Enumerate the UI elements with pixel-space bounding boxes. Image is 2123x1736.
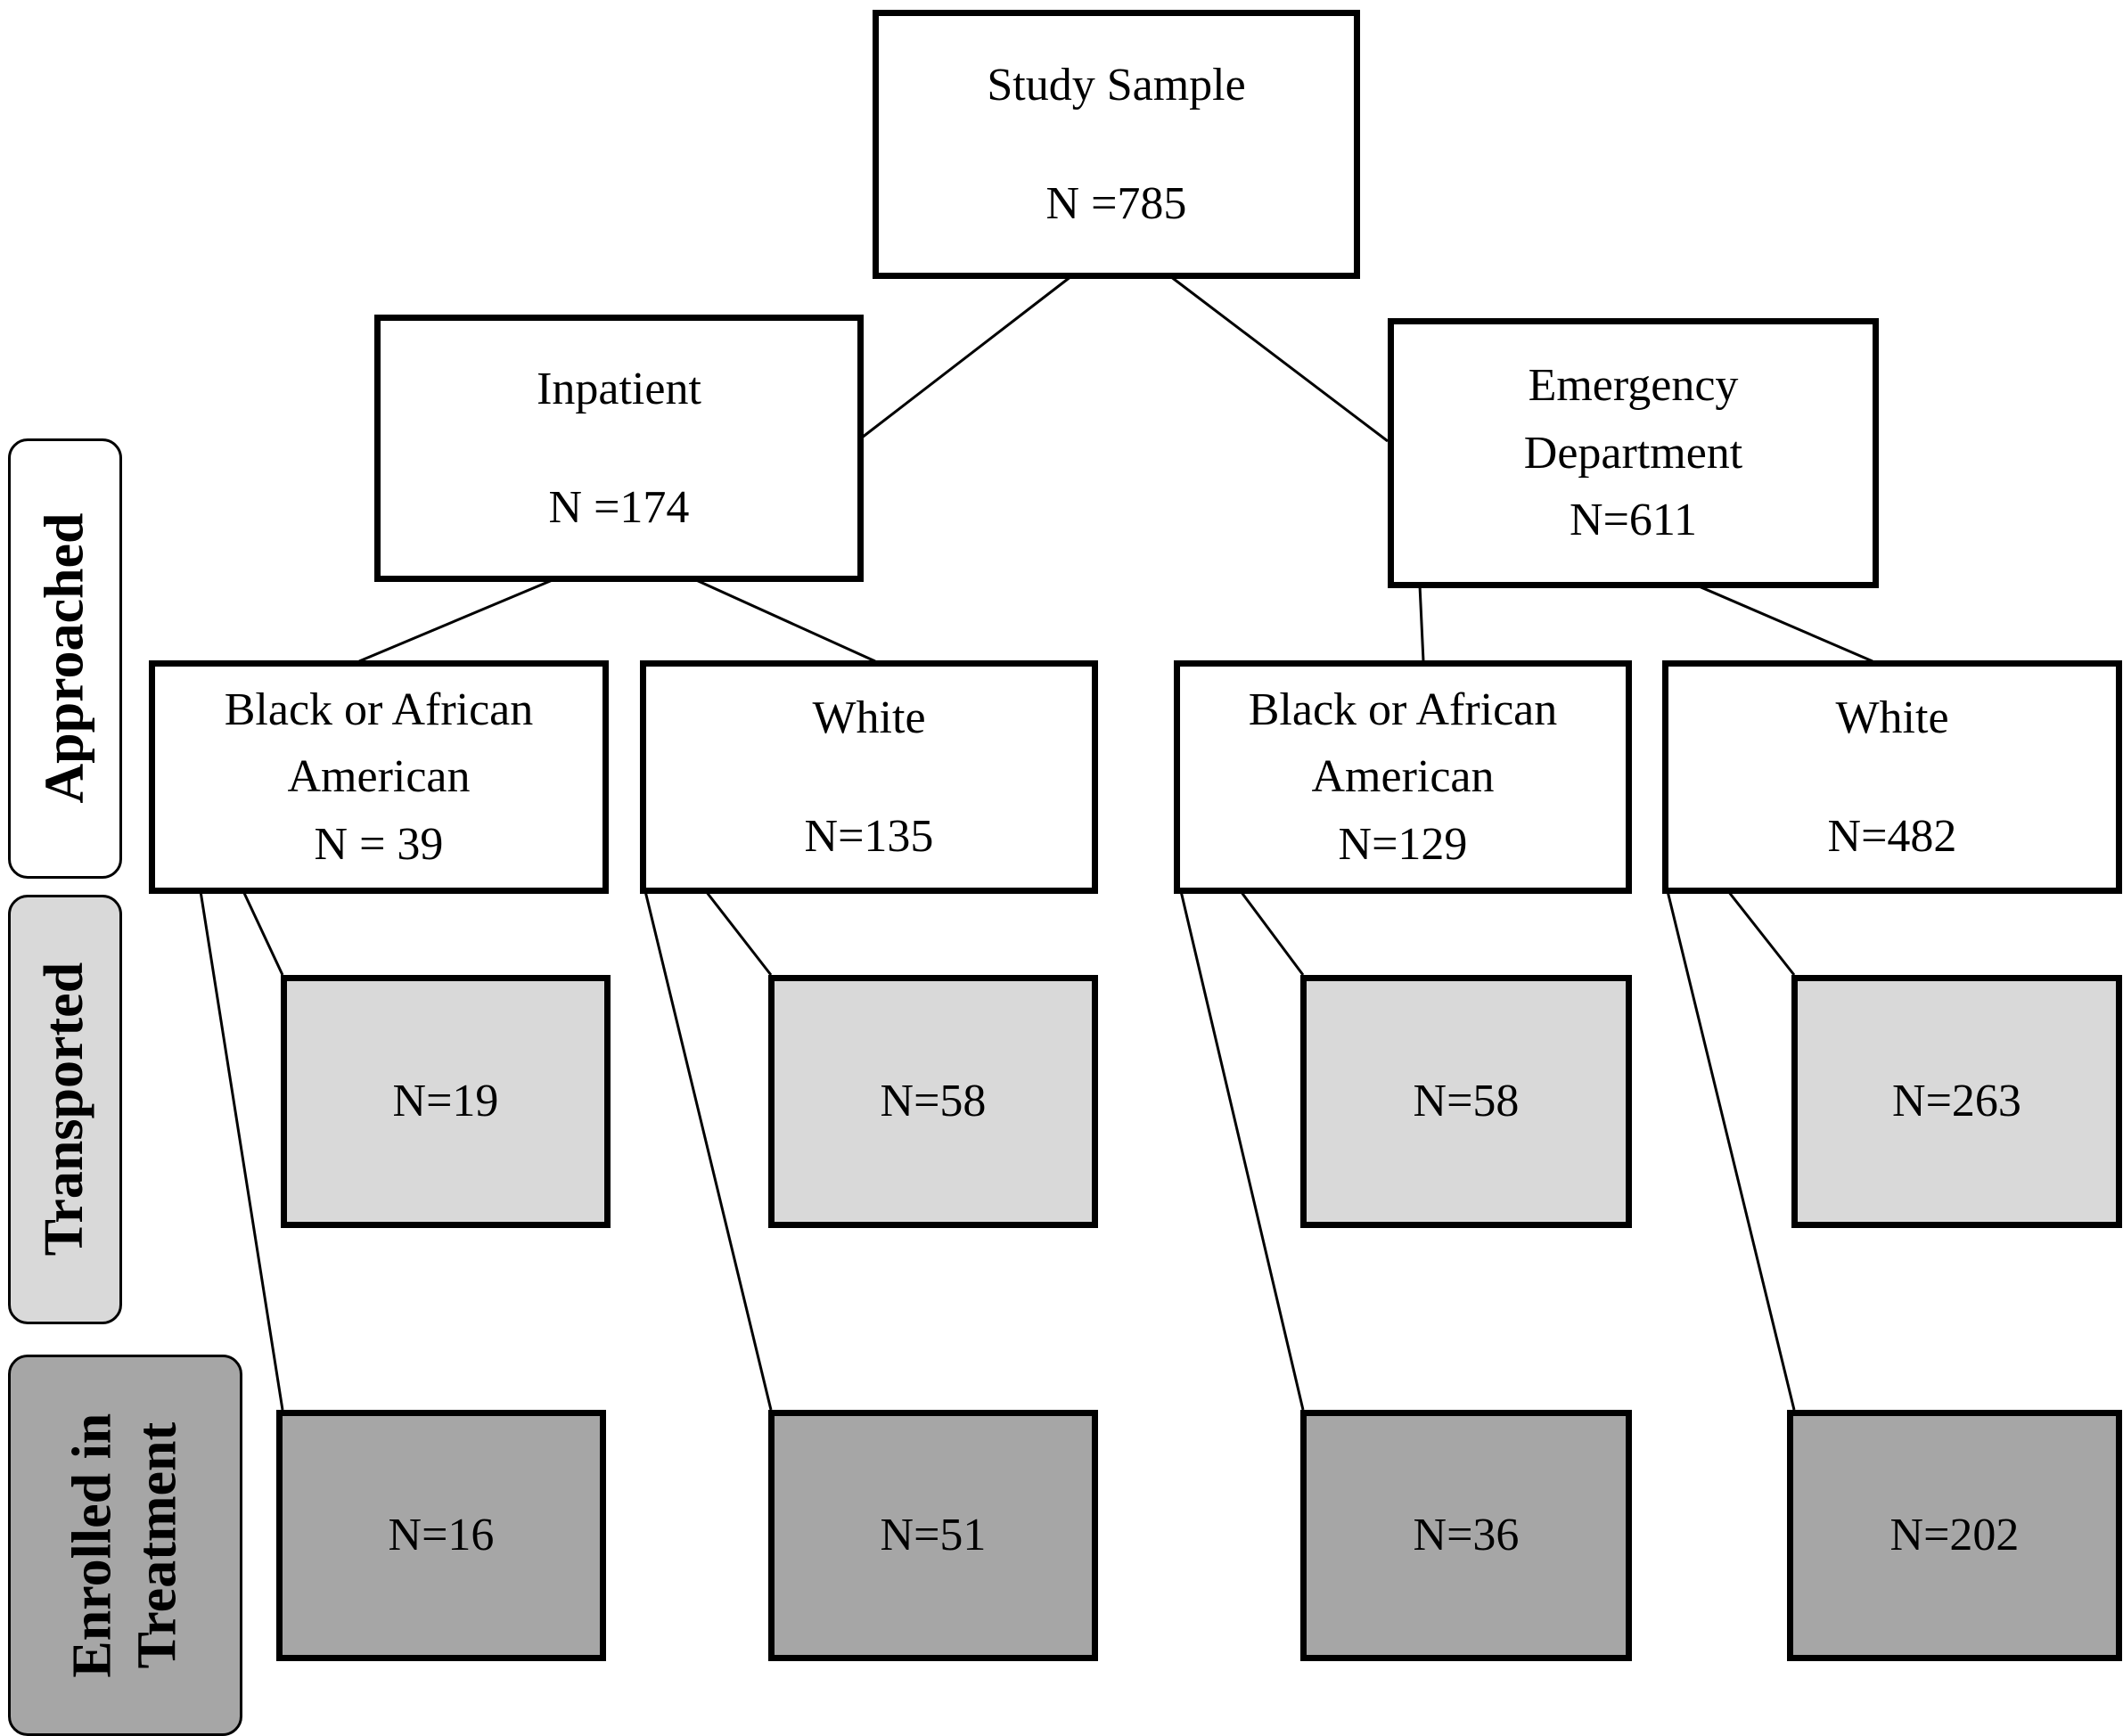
emergency-count: N=611 [1570, 495, 1697, 546]
inpatient-white-enrolled-count: N=51 [880, 1510, 987, 1561]
connector-inp-black-enrolled [199, 890, 284, 1411]
emergency-white-box: White N=482 [1662, 660, 2122, 894]
inpatient-box: Inpatient N =174 [374, 315, 864, 582]
connector-ed-white-transported [1726, 890, 1796, 976]
inpatient-black-count: N = 39 [314, 818, 444, 870]
inpatient-black-enrolled-count: N=16 [388, 1510, 495, 1561]
emergency-black-transported-box: N=58 [1300, 975, 1632, 1228]
inpatient-black-enrolled-box: N=16 [276, 1410, 606, 1661]
inpatient-white-enrolled-box: N=51 [768, 1410, 1098, 1661]
emergency-box: Emergency Department N=611 [1388, 318, 1879, 588]
inpatient-black-transported-box: N=19 [281, 975, 611, 1228]
stage-transported-text: Transported [34, 962, 95, 1257]
connector-root-emergency [1169, 274, 1389, 443]
connector-emergency-black [1418, 585, 1425, 662]
connector-ed-black-transported [1239, 890, 1305, 976]
inpatient-label: Inpatient [537, 363, 701, 414]
emergency-black-enrolled-count: N=36 [1413, 1510, 1520, 1561]
inpatient-black-label-line1: Black or African [224, 684, 534, 735]
emergency-black-box: Black or African American N=129 [1174, 660, 1632, 894]
emergency-white-label: White [1835, 692, 1949, 743]
stage-enrolled-text-line2: Treatment [127, 1421, 188, 1669]
inpatient-white-count: N=135 [804, 811, 934, 862]
connector-inpatient-white [693, 577, 876, 663]
connector-inpatient-black [358, 577, 555, 663]
emergency-black-label-line2: American [1311, 751, 1495, 803]
connector-ed-black-enrolled [1179, 890, 1305, 1411]
stage-label-approached: Approached [8, 438, 122, 879]
stage-label-enrolled: Enrolled in Treatment [8, 1355, 242, 1736]
inpatient-white-label: White [812, 692, 926, 743]
inpatient-black-label-line2: American [287, 751, 471, 803]
emergency-black-label-line1: Black or African [1248, 684, 1558, 735]
stage-enrolled-text-line1: Enrolled in [61, 1413, 123, 1678]
emergency-white-enrolled-box: N=202 [1787, 1410, 2122, 1661]
connector-ed-white-enrolled [1666, 890, 1796, 1411]
connector-emergency-white [1696, 584, 1873, 663]
root-box: Study Sample N =785 [873, 10, 1360, 279]
emergency-label-line1: Emergency [1528, 360, 1739, 412]
inpatient-black-box: Black or African American N = 39 [149, 660, 609, 894]
inpatient-white-transported-box: N=58 [768, 975, 1098, 1228]
connector-inp-white-transported [704, 890, 773, 976]
inpatient-count: N =174 [548, 482, 690, 533]
emergency-white-enrolled-count: N=202 [1889, 1510, 2020, 1561]
emergency-white-transported-count: N=263 [1892, 1076, 2021, 1127]
inpatient-white-transported-count: N=58 [880, 1076, 987, 1127]
root-count: N =785 [1045, 178, 1187, 229]
stage-label-transported: Transported [8, 895, 122, 1324]
connector-inp-black-transported [242, 890, 284, 976]
connector-inp-white-enrolled [643, 890, 773, 1411]
inpatient-black-transported-count: N=19 [392, 1076, 499, 1127]
stage-approached-text: Approached [34, 512, 95, 805]
emergency-black-enrolled-box: N=36 [1300, 1410, 1632, 1661]
emergency-black-transported-count: N=58 [1413, 1076, 1520, 1127]
emergency-label-line2: Department [1523, 427, 1743, 479]
connector-root-inpatient [861, 274, 1072, 439]
inpatient-white-box: White N=135 [640, 660, 1098, 894]
emergency-white-transported-box: N=263 [1791, 975, 2122, 1228]
emergency-black-count: N=129 [1338, 818, 1468, 870]
root-label: Study Sample [987, 59, 1246, 111]
emergency-white-count: N=482 [1827, 811, 1957, 862]
